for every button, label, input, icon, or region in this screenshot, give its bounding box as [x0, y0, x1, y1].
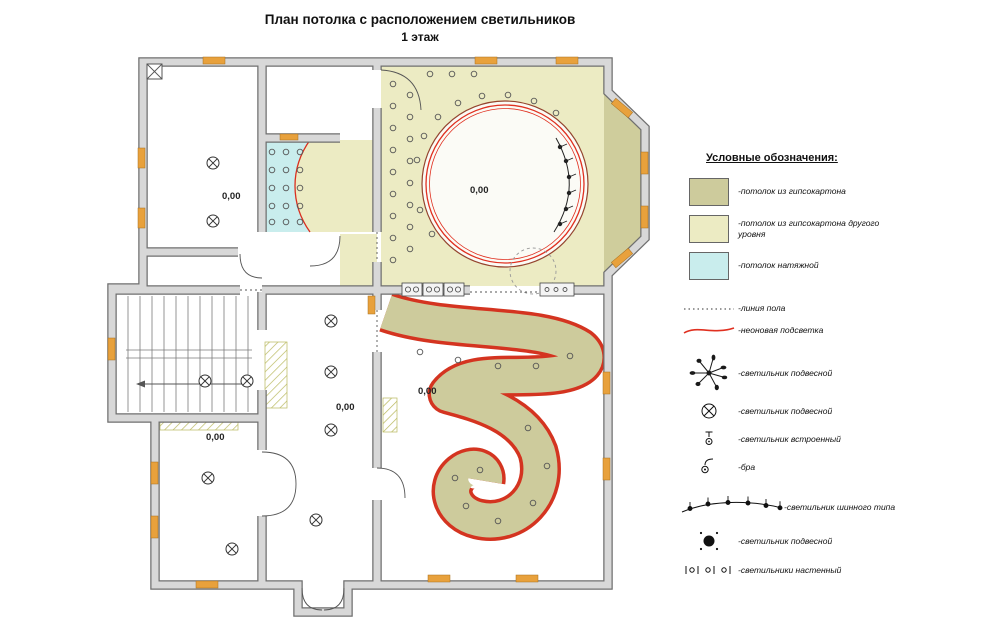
legend-label: -неоновая подсветка [738, 324, 824, 335]
legend-label: -бра [738, 461, 756, 472]
neon-swirl [379, 292, 606, 541]
elevation-label: 0,00 [206, 432, 225, 443]
sconce-icon [701, 458, 714, 474]
title-line1: План потолка с расположением светильнико… [264, 12, 576, 27]
floor-lines [240, 232, 540, 352]
legend-row-gypsum: -потолок из гипсокартона [680, 178, 980, 206]
legend-row-pendant: -светильник подвесной [680, 401, 980, 421]
elevation-label: 0,00 [470, 185, 489, 196]
gypsum-ceiling-level2-swatch [689, 215, 729, 243]
legend-label: -линия пола [738, 303, 786, 313]
legend-row-wall-lights: -светильники настенный [680, 562, 980, 578]
elevation-label: 0,00 [222, 191, 241, 202]
elevation-label: 0,00 [336, 402, 355, 413]
legend-label: -светильник подвесной [738, 405, 833, 416]
flue-mark [146, 63, 163, 80]
elevation-labels: 0,00 0,00 0,00 0,00 0,00 [206, 185, 489, 443]
track-light-curve [553, 137, 577, 233]
floor-plan: 0,00 0,00 0,00 0,00 0,00 [107, 56, 650, 617]
stairs [126, 296, 252, 412]
legend-label: -светильник встроенный [738, 433, 841, 444]
legend-row-pendant-filled: -светильник подвесной [680, 529, 980, 553]
stretch-ceiling-swatch [689, 252, 729, 280]
gypsum-ceiling-swatch [689, 178, 729, 206]
dashed-circle-mark [509, 247, 557, 295]
legend-row-recessed: -светильник встроенный [680, 430, 980, 448]
legend-label: -потолок из гипсокартона другого уровня [738, 217, 880, 239]
wall-lights-icon [685, 566, 731, 575]
pendant-sputnik-icon [689, 354, 728, 391]
legend-label: -светильник подвесной [738, 367, 833, 378]
legend-label: -светильник подвесной [738, 535, 833, 546]
legend-header: Условные обозначения: [706, 152, 838, 164]
walls [107, 57, 650, 617]
ceiling-circle [421, 100, 589, 295]
legend-row-sputnik: -светильник подвесной [680, 354, 980, 392]
neon-line-icon [683, 327, 735, 334]
legend-row-sconce: -бра [680, 457, 980, 477]
hatched-strips [159, 341, 398, 433]
legend-label: -светильники настенный [738, 564, 842, 575]
pendant-light-icon [701, 403, 717, 419]
legend-row-stretch: -потолок натяжной [680, 252, 980, 280]
window-marks [107, 56, 649, 589]
legend-label: -светильник шинного типа [784, 501, 896, 512]
elevation-label: 0,00 [418, 386, 437, 397]
pendant-filled-icon [699, 531, 719, 551]
recessed-light-icon [705, 431, 713, 446]
legend-row-neon: -неоновая подсветка [680, 323, 980, 337]
legend: Условные обозначения: -потолок из гипсок… [680, 152, 980, 587]
legend-label: -потолок натяжной [738, 260, 819, 271]
door-arcs [239, 69, 422, 611]
legend-label: -потолок из гипсокартона [738, 186, 846, 197]
kitchen-units [401, 282, 575, 297]
legend-row-gypsum-level2: -потолок из гипсокартона другого уровня [680, 215, 980, 243]
legend-row-floor-line: -линия пола [680, 303, 980, 314]
drawing-title: План потолка с расположением светильнико… [130, 12, 710, 44]
title-line2: 1 этаж [401, 30, 439, 44]
track-light-icon [681, 496, 783, 513]
floor-line-icon [684, 308, 734, 310]
legend-row-track: -светильник шинного типа [680, 494, 980, 520]
